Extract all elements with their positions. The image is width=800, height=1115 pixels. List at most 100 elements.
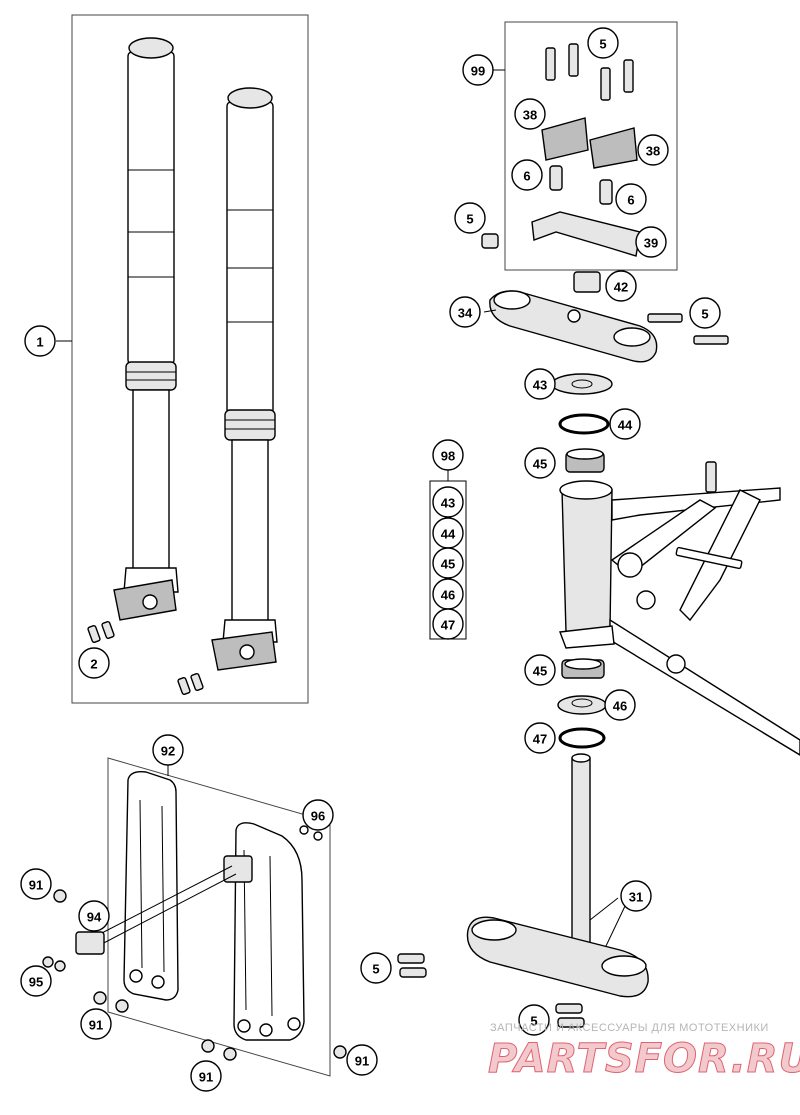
- callout-c91b: 91: [80, 1008, 112, 1040]
- callout-label: 43: [441, 496, 455, 511]
- guard-screws: [42, 825, 347, 1061]
- callout-label: 5: [372, 962, 379, 977]
- callout-k46: 46: [432, 578, 464, 610]
- callout-c91d: 91: [346, 1044, 378, 1076]
- callout-circle: [620, 880, 652, 912]
- callout-label: 6: [627, 193, 634, 208]
- handlebar-clamp-kit-frame: [504, 21, 678, 271]
- callout-circle: [449, 296, 481, 328]
- callout-circle: [454, 202, 486, 234]
- callout-circle: [78, 900, 110, 932]
- callout-circle: [152, 734, 184, 766]
- callout-label: 91: [89, 1018, 103, 1033]
- callout-c96: 96: [302, 799, 334, 831]
- dust-seal-43: [551, 373, 613, 395]
- callout-circle: [302, 799, 334, 831]
- callout-circle: [80, 1008, 112, 1040]
- callout-circle: [432, 547, 464, 579]
- stem-nut: [573, 271, 601, 293]
- callout-c46: 46: [604, 689, 636, 721]
- lower-triple-clamp: [466, 753, 649, 998]
- callout-c5d: 5: [360, 952, 392, 984]
- lower-clamp-bolts: [397, 953, 585, 1028]
- callout-label: 5: [599, 37, 606, 52]
- callout-label: 91: [355, 1054, 369, 1069]
- callout-c1: 1: [24, 325, 56, 357]
- fork-guard-frame: [107, 757, 331, 1077]
- fork-guard-left: [123, 770, 179, 1001]
- callout-c45: 45: [524, 447, 556, 479]
- bearing-45-lower: [561, 658, 605, 679]
- callout-k43: 43: [432, 486, 464, 518]
- o-ring-47: [558, 727, 606, 749]
- callout-circle: [462, 54, 494, 86]
- callout-label: 5: [466, 212, 473, 227]
- callout-c34: 34: [449, 296, 481, 328]
- handlebar-clamp-upper: [541, 117, 638, 169]
- callout-c45b: 45: [524, 654, 556, 686]
- callout-k47: 47: [432, 608, 464, 640]
- callout-label: 43: [533, 378, 547, 393]
- callout-label: 34: [458, 306, 473, 321]
- callout-label: 6: [523, 169, 530, 184]
- callout-c95: 95: [20, 965, 52, 997]
- callout-label: 31: [629, 890, 643, 905]
- callout-circle: [20, 868, 52, 900]
- callout-c43: 43: [524, 368, 556, 400]
- callout-c99: 99: [462, 54, 494, 86]
- o-ring-44: [558, 413, 610, 435]
- callout-circle: [587, 27, 619, 59]
- callout-circle: [514, 98, 546, 130]
- callout-circle: [20, 965, 52, 997]
- callout-label: 99: [471, 64, 485, 79]
- fork-leg-right: [211, 87, 278, 671]
- watermark-brand: PARTSFOR.RU: [488, 1036, 800, 1082]
- watermark-tagline: ЗАПЧАСТИ И АКСЕССУАРЫ ДЛЯ МОТОТЕХНИКИ: [490, 1022, 769, 1034]
- callout-label: 91: [29, 878, 43, 893]
- fork-guard-right: [223, 822, 305, 1041]
- callout-c5a: 5: [587, 27, 619, 59]
- callout-circle: [609, 408, 641, 440]
- callout-circle: [605, 270, 637, 302]
- bolt-part: [481, 233, 499, 249]
- callout-circle: [518, 1004, 550, 1036]
- callout-c38b: 38: [637, 134, 669, 166]
- axle-clamp-bolts: [87, 620, 204, 696]
- callout-c91a: 91: [20, 868, 52, 900]
- callout-label: 95: [29, 975, 43, 990]
- callout-label: 92: [161, 744, 175, 759]
- callout-circle: [615, 183, 647, 215]
- callout-c47: 47: [524, 722, 556, 754]
- callout-label: 44: [441, 527, 456, 542]
- callout-c44: 44: [609, 408, 641, 440]
- callout-circle: [78, 647, 110, 679]
- callout-c5c: 5: [689, 297, 721, 329]
- callout-c5e: 5: [518, 1004, 550, 1036]
- callout-label: 1: [36, 335, 43, 350]
- callout-label: 96: [311, 809, 325, 824]
- callout-label: 45: [533, 664, 547, 679]
- callout-c6b: 6: [615, 183, 647, 215]
- callout-c38a: 38: [514, 98, 546, 130]
- callout-label: 38: [523, 108, 537, 123]
- fork-group-frame: [71, 14, 309, 704]
- callout-c91c: 91: [190, 1060, 222, 1092]
- brake-line-guide: [75, 865, 237, 955]
- callout-circle: [524, 368, 556, 400]
- callout-circle: [432, 439, 464, 471]
- callout-c94: 94: [78, 900, 110, 932]
- callout-label: 39: [644, 236, 658, 251]
- callout-circle: [635, 226, 667, 258]
- callout-label: 47: [441, 618, 455, 633]
- callout-c31: 31: [620, 880, 652, 912]
- callout-k45: 45: [432, 547, 464, 579]
- callout-label: 45: [441, 557, 455, 572]
- callout-circle: [604, 689, 636, 721]
- callout-c92: 92: [152, 734, 184, 766]
- callout-c5b: 5: [454, 202, 486, 234]
- callout-circle: [524, 654, 556, 686]
- callout-label: 2: [90, 657, 97, 672]
- callout-c39: 39: [635, 226, 667, 258]
